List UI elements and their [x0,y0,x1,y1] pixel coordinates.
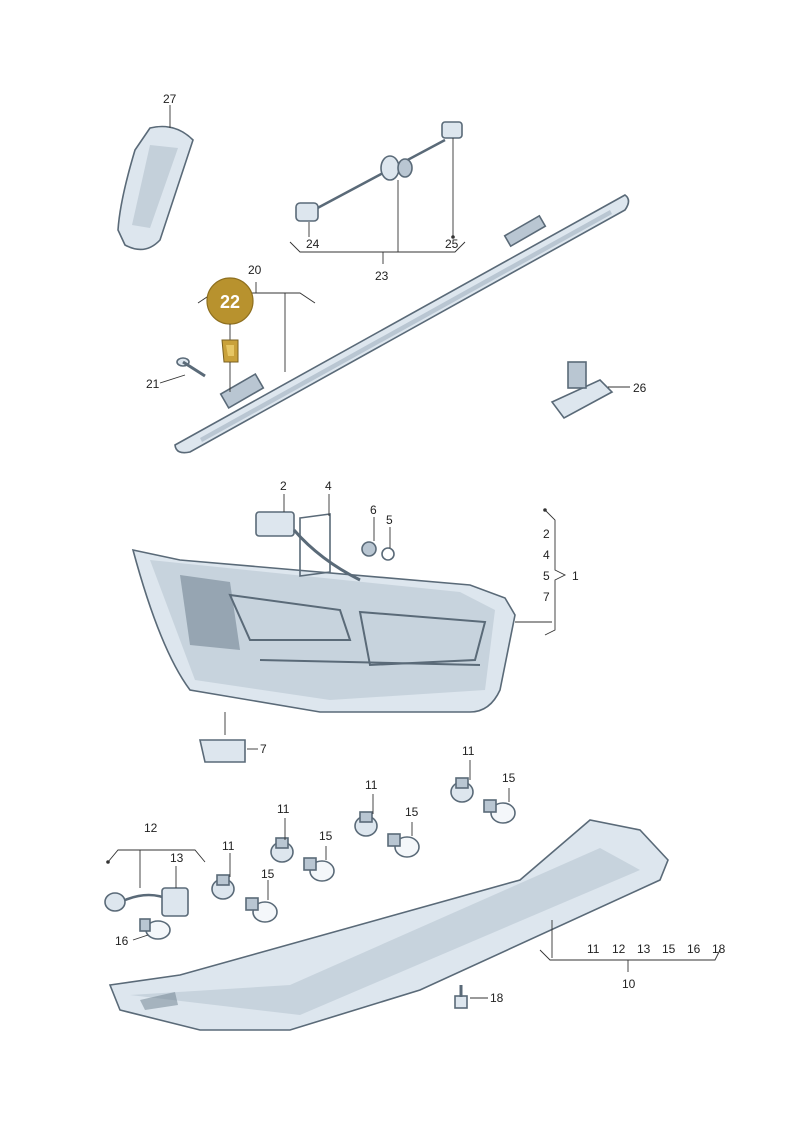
group-bracket-23 [289,241,466,253]
part-13-connector [161,887,189,917]
callout-13: 13 [170,851,184,865]
callout-21: 21 [146,377,160,391]
part-15-bulb-d [245,897,278,923]
group10-item-18: 18 [712,942,726,956]
part-23-wiring-harness [295,121,463,222]
group10-item-15: 15 [662,942,676,956]
callout-23: 23 [375,269,389,283]
part-10-lower-tail-light [108,819,669,1031]
group-bracket-1 [544,509,567,636]
part-11-bulb-socket-b [354,811,378,837]
callout-24: 24 [306,237,320,251]
part-6-nut [361,541,377,557]
part-5-washer [381,547,395,561]
part-7-foam-pad [198,739,246,763]
part-11-bulb-socket-c [270,837,294,863]
part-4-gasket [299,513,331,577]
callout-20: 20 [248,263,262,277]
highlight-label-22: 22 [220,292,240,312]
callout-11d: 11 [222,839,235,853]
callout-5: 5 [386,513,393,527]
callout-10: 10 [622,977,636,991]
part-22-clip [221,339,239,363]
part-11-bulb-socket-d [211,874,235,900]
callout-25: 25 [445,237,459,251]
group10-item-11: 11 [587,942,600,956]
callout-26: 26 [633,381,647,395]
part-18-screw [454,985,468,1009]
callout-15a: 15 [502,771,516,785]
part-11-bulb-socket-a [450,777,474,803]
callout-4: 4 [325,479,332,493]
callout-11b: 11 [365,778,378,792]
callout-16: 16 [115,934,129,948]
part-15-bulb-a [483,799,516,824]
callout-18: 18 [490,991,504,1005]
part-1-tail-light-assembly [131,548,516,713]
group10-item-16: 16 [687,942,701,956]
group10-item-12: 12 [612,942,626,956]
part-15-bulb-b [387,833,420,858]
part-15-bulb-c [303,857,335,882]
group-bracket-10 [539,949,721,961]
callout-27: 27 [163,92,177,106]
leader-21 [159,374,186,384]
callout-15d: 15 [261,867,275,881]
callout-11c: 11 [277,802,290,816]
callout-15c: 15 [319,829,333,843]
group1-item-2: 2 [543,527,550,541]
callout-6: 6 [370,503,377,517]
group10-item-13: 13 [637,942,651,956]
callout-7: 7 [260,742,267,756]
leader-16 [132,934,149,941]
callout-2: 2 [280,479,287,493]
part-21-screw [176,357,206,378]
part-12-wiring-harness [104,892,171,912]
callout-15b: 15 [405,805,419,819]
callout-11a: 11 [462,744,475,758]
group-bracket-12 [107,849,206,863]
group1-item-4: 4 [543,548,550,562]
part-16-bulb [139,918,171,940]
callout-12: 12 [144,821,158,835]
group1-item-5: 5 [543,569,550,583]
group-bracket-20 [197,292,316,304]
part-27-side-marker-lens [117,125,194,251]
part-26-license-lamp [550,361,614,420]
part-20-trim-strip [174,194,630,454]
callout-1: 1 [572,569,579,583]
group1-item-7: 7 [543,590,550,604]
